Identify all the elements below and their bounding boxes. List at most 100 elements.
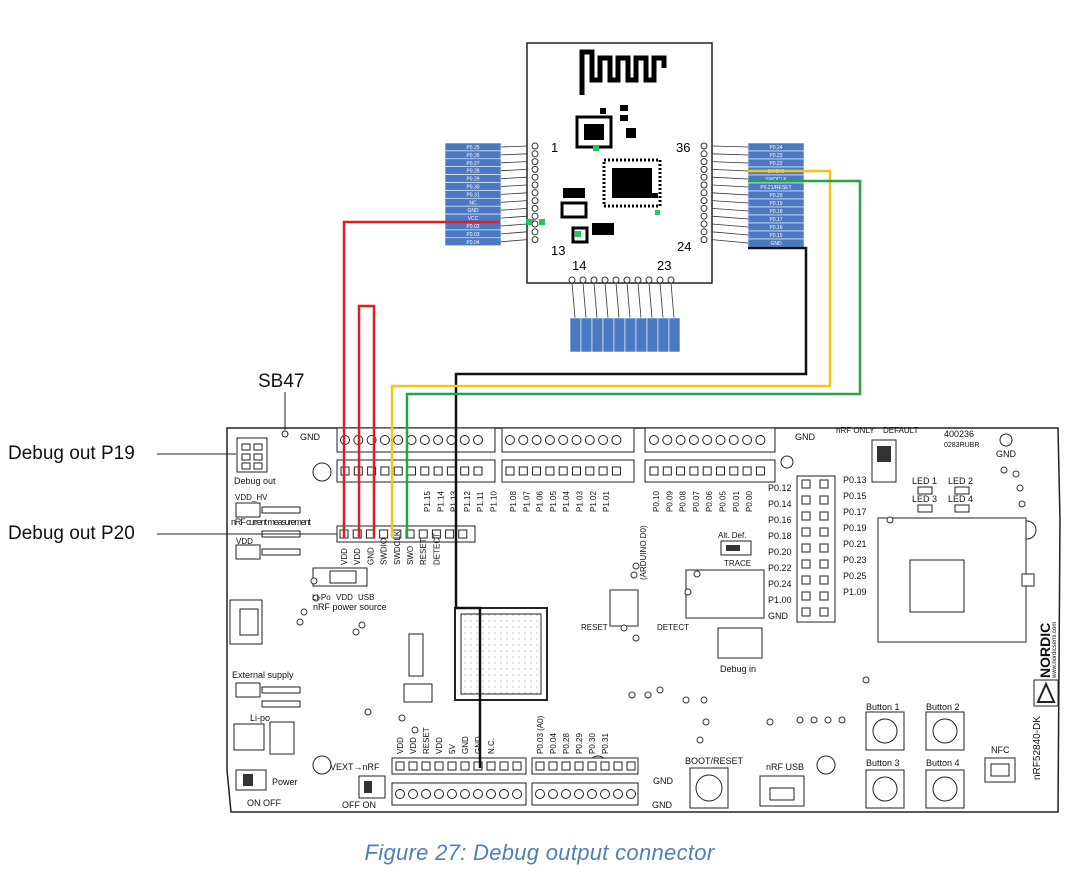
default-label: DEFAULT [883,426,919,435]
right-header-label: GND [768,611,789,621]
board-pin-labels: P0.12P0.13P0.14P0.15P0.16P0.17P0.18P0.19… [340,475,867,754]
nordic-brand-sub: www.nordicsemi.com [1052,622,1058,679]
port-pin-label: P1.10 [490,491,499,512]
li-po-label: Li-po [250,713,270,723]
bottom-header-pins [395,761,636,799]
bottom-pin-cell [624,317,637,353]
port-pin-label: P0.28 [562,733,571,754]
port-pin-label: RESET [419,538,428,565]
port-pin-label: P0.09 [665,491,674,512]
port-pin-label: P0.31 [601,733,610,754]
bottom-pin-cell [602,317,615,353]
gnd-label-right: GND [795,432,816,442]
right-pin-label: P0.18 [769,209,782,215]
off-on-label: OFF ON [342,800,376,810]
right-header-label: P0.12 [768,483,792,493]
port-pin-label: VDD [435,737,444,754]
left-pin-label: GND [467,208,479,214]
antenna-trace [579,49,667,95]
vdd-hv-label: VDD_HV [235,493,268,502]
debug-in-label: Debug in [720,664,756,674]
right-pin-label: P0.20 [769,193,782,199]
right-header-label: P1.09 [843,587,867,597]
right-header-label: P0.19 [843,523,867,533]
left-pin-label: P0.26 [466,153,479,159]
right-pin-label: P0.22 [769,161,782,167]
dev-board: GND GND GND GND GND 400236 0283RUBR nRF … [226,426,1061,813]
led-2-label: LED 2 [948,476,973,486]
left-pin-label: P0.03 [466,232,479,238]
right-pin-label: P0.16 [769,225,782,231]
port-pin-label: P1.01 [602,491,611,512]
port-pin-label: P1.13 [450,491,459,512]
port-pin-label: GND [461,736,470,754]
top-header-pins [340,435,766,445]
port-pin-label: P1.15 [423,491,432,512]
pin-number-23: 23 [657,258,671,273]
left-pin-labels: P0.25P0.26P0.27P0.28P0.29P0.30P0.31NCGND… [444,142,539,247]
port-pin-label: P1.05 [549,491,558,512]
port-pin-label: SWDIO [380,538,389,565]
port-pin-label: P0.05 [719,491,728,512]
boot-reset-label: BOOT/RESET [685,756,744,766]
led-3-label: LED 3 [912,494,937,504]
right-header-label: P0.13 [843,475,867,485]
port-pin-label: P1.11 [476,491,485,512]
bottom-pin-cell [591,317,604,353]
right-header-label: P0.20 [768,547,792,557]
port-pin-label: P1.03 [576,491,585,512]
left-pin-label: VCC [468,216,479,222]
nfc-label: NFC [991,745,1010,755]
bottom-pin-cell [657,317,670,353]
reset-label: RESET [581,623,608,632]
button-4-label: Button 4 [926,758,960,768]
port-pin-label: P1.06 [536,491,545,512]
port-pin-label: 5V [448,744,457,754]
pin-number-36: 36 [676,140,690,155]
right-pin-label: P0.24 [769,145,782,151]
port-pin-label: P0.07 [692,491,701,512]
port-pin-label: P1.07 [522,491,531,512]
nrf-only-label: nRF ONLY [836,426,875,435]
left-pin-label: NC [469,200,477,206]
power-opt-usb: USB [358,593,374,602]
right-pin-label: P0.17 [769,217,782,223]
test-points [296,466,1026,744]
port-pin-label: P1.14 [436,491,445,512]
debug-out-p19-callout: Debug out P19 [8,443,135,464]
gnd-label-corner: GND [996,449,1017,459]
port-pin-label: P1.02 [589,491,598,512]
figure-caption: Figure 27: Debug output connector [364,840,715,865]
right-header-label: P0.25 [843,571,867,581]
port-pin-label: P0.06 [705,491,714,512]
wires [342,169,862,768]
pin-number-1: 1 [551,140,558,155]
nrf-usb-label: nRF USB [766,762,804,772]
debug-out-p20-callout: Debug out P20 [8,523,135,544]
right-header-label: P1.00 [768,595,792,605]
port-pin-label: VDD [409,737,418,754]
port-pin-label: SWDCLK [393,530,402,565]
button-1-label: Button 1 [866,702,900,712]
right-pin-label: P0.15 [769,233,782,239]
nordic-brand: NORDIC [1037,623,1053,678]
left-pin-label: P0.31 [466,192,479,198]
crystal-core [584,124,604,140]
left-pin-label: P0.29 [466,177,479,183]
arduino-label: (ARDUINO D0) [639,525,648,580]
port-pin-label: P0.29 [575,733,584,754]
pin-number-14: 14 [572,258,586,273]
trace-header [685,569,765,619]
port-pin-label: DETECT [432,533,441,565]
power-opt-lipo: Li-Po [312,593,331,602]
sb47-callout: SB47 [258,371,305,392]
current-meas-label: nRF current measurement [231,517,311,527]
left-pin-label: P0.04 [466,240,479,246]
board-id-2: 0283RUBR [944,442,979,449]
board-outline [226,427,1061,813]
left-pin-label: P0.28 [466,169,479,175]
wire-yellow-swdio [390,169,832,538]
bluetooth-module: 1 13 36 24 14 23 [526,42,713,284]
right-header-label: P0.22 [768,563,792,573]
led-1-label: LED 1 [912,476,937,486]
